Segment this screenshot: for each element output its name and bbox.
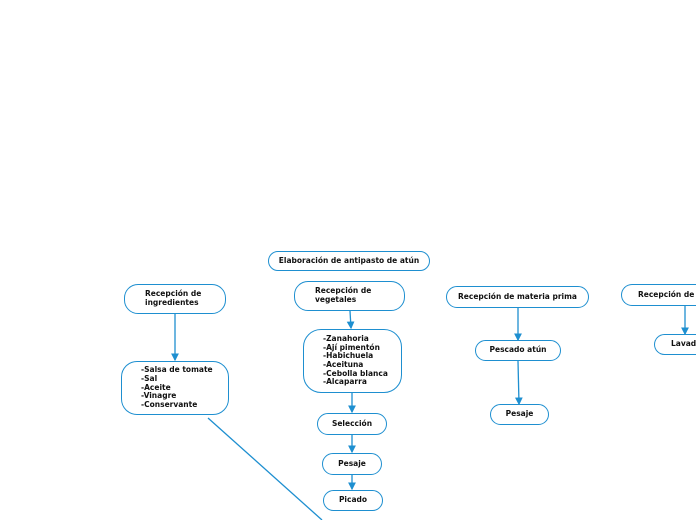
node-recepcion-e[interactable]: Recepción de e — [621, 284, 696, 306]
node-recepcion-materia-prima[interactable]: Recepción de materia prima — [446, 286, 589, 308]
node-vegetales-list[interactable]: -Zanahoria -Ají pimentón -Habichuela -Ac… — [303, 329, 402, 393]
node-pesaje-vegetales[interactable]: Pesaje — [322, 453, 382, 475]
connector-vegetales — [346, 310, 355, 330]
node-picado[interactable]: Picado — [323, 490, 383, 511]
node-recepcion-vegetales[interactable]: Recepción de vegetales — [294, 281, 405, 311]
root-node-title[interactable]: Elaboración de antipasto de atún — [268, 251, 430, 271]
node-pescado-atun[interactable]: Pescado atún — [475, 340, 561, 361]
connector-diagonal — [207, 417, 323, 520]
node-lavado[interactable]: Lavado — [654, 334, 696, 355]
connector-pescado — [514, 360, 523, 406]
node-ingredientes-list[interactable]: -Salsa de tomate -Sal -Aceite -Vinagre -… — [121, 361, 229, 415]
node-recepcion-ingredientes[interactable]: Recepción de ingredientes — [124, 284, 226, 314]
node-seleccion[interactable]: Selección — [317, 413, 387, 435]
node-pesaje-atun[interactable]: Pesaje — [490, 404, 549, 425]
